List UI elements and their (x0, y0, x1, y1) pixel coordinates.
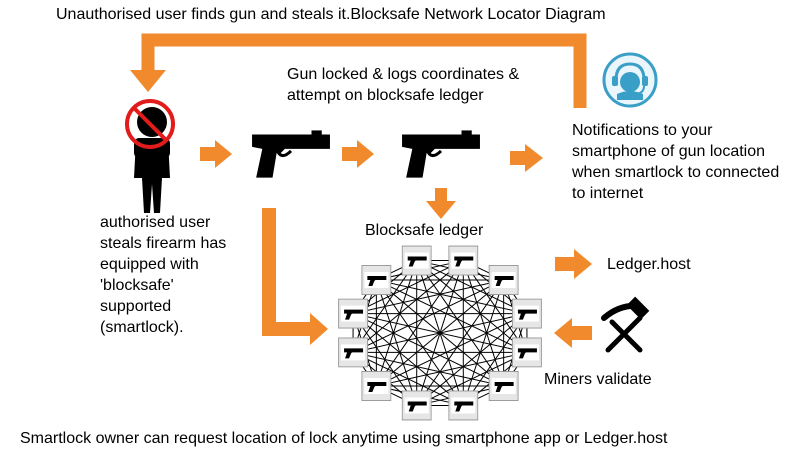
ledger-host-label: Ledger.host (607, 256, 691, 273)
footer-note: Smartlock owner can request location of … (20, 430, 668, 447)
notification-label: Notifications to your smartphone of gun … (572, 122, 780, 202)
lock-step-label: Gun locked & logs coordinates & attempt … (287, 66, 520, 104)
arrow-thief-to-gun (200, 140, 232, 168)
mesh-link (352, 313, 504, 387)
mesh-link (375, 279, 464, 406)
mesh-link (416, 260, 505, 387)
network-node-icon (401, 390, 432, 421)
arrow-gun-to-gun (342, 140, 374, 168)
mesh-link (416, 260, 528, 353)
arrow-miners-to-ledger (554, 318, 592, 348)
support-agent-icon (602, 52, 658, 108)
network-node-icon (361, 371, 392, 402)
network-node-icon (361, 264, 392, 295)
mesh-link (352, 313, 464, 406)
arrow-ledger-to-host (555, 249, 592, 279)
ledger-label: Blocksafe ledger (365, 222, 484, 239)
feedback-loop-arrow (130, 33, 587, 108)
mesh-link (416, 260, 464, 406)
mesh-link (376, 279, 528, 315)
mesh-link (376, 279, 528, 353)
mesh-link (352, 279, 504, 353)
network-node-icon (338, 337, 369, 368)
network-node-icon (401, 245, 432, 276)
gun-icon (250, 128, 332, 180)
diagram-title: Unauthorised user finds gun and steals i… (56, 6, 606, 23)
network-node-icon (448, 390, 479, 421)
network-node-icon (448, 245, 479, 276)
network-node-icon (488, 264, 519, 295)
mesh-link (416, 279, 505, 406)
mesh-link (352, 260, 418, 353)
miners-label: Miners validate (544, 371, 652, 388)
mesh-link (416, 260, 528, 315)
pickaxe-hammer-icon (601, 296, 650, 353)
network-node-icon (511, 337, 542, 368)
mesh-link (375, 279, 418, 406)
arrow-gun-to-notify (510, 144, 543, 172)
arrow-gun-down-to-ledger (262, 208, 328, 345)
network-node-icon (488, 371, 519, 402)
arrow-gun-to-ledger (426, 188, 456, 219)
gun-icon (400, 128, 482, 180)
mesh-link (376, 313, 528, 387)
flow-arrows (200, 140, 592, 348)
thief-caption: authorised user steals firearm has equip… (100, 214, 227, 336)
mesh-link (352, 351, 504, 387)
mesh-link (375, 260, 464, 387)
mesh-link (375, 260, 418, 387)
network-node-icon (338, 298, 369, 329)
network-node-icon (511, 298, 542, 329)
prohibited-person-icon (125, 99, 175, 213)
